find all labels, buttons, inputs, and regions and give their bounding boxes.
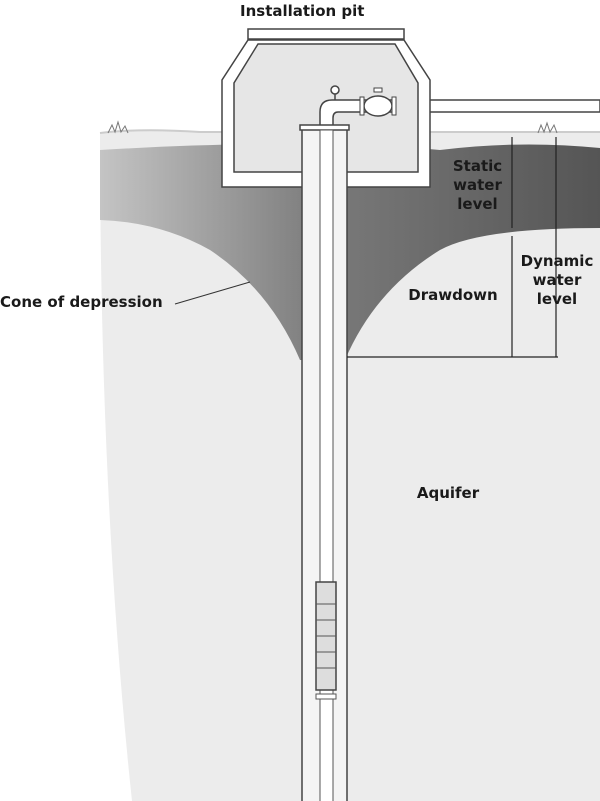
drop-pipe (319, 129, 334, 801)
grass-icon (537, 121, 558, 134)
submersible-pump (315, 581, 337, 700)
cone-leader-line (174, 281, 251, 305)
label-line: level (536, 290, 578, 308)
label-line: water (532, 271, 582, 289)
pit-cover (247, 28, 405, 40)
label-aquifer: Aquifer (416, 484, 480, 502)
label-installation-pit: Installation pit (240, 2, 365, 20)
label-cone-of-depression: Cone of depression (0, 293, 163, 311)
pressure-gauge-icon (330, 85, 340, 95)
label-dynamic-water-level: Dynamic water level (514, 252, 600, 309)
label-line: water (453, 176, 502, 194)
ground-surface (99, 129, 600, 134)
valve-icon (363, 95, 393, 117)
label-line: Dynamic (520, 252, 594, 270)
label-line: level (457, 195, 498, 213)
label-line: Static (452, 157, 503, 175)
label-static-water-level: Static water level (440, 157, 515, 214)
grass-icon (107, 120, 129, 134)
water-table-cone (100, 144, 600, 360)
label-drawdown: Drawdown (408, 286, 498, 304)
aquifer-ground (100, 130, 600, 801)
